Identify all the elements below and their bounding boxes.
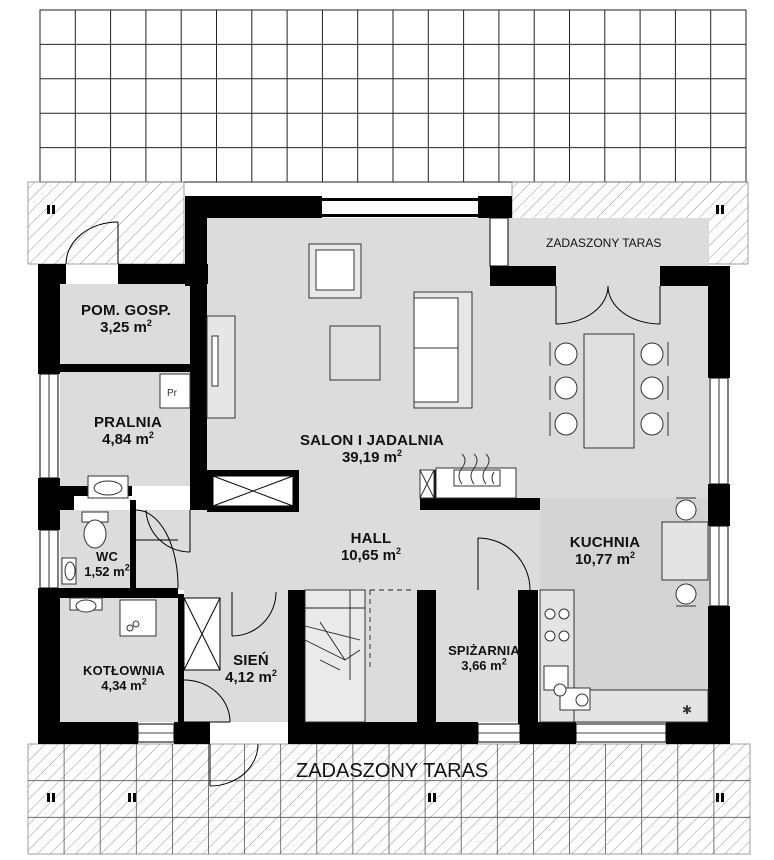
room-area: 10,65 m2 <box>340 546 402 565</box>
doors <box>65 221 661 787</box>
room-label-pom-gosp: POM. GOSP. 3,25 m2 <box>66 302 186 337</box>
top-terrace-roof-grid <box>39 9 747 183</box>
room-label-sien: SIEŃ 4,12 m2 <box>206 652 296 687</box>
entry-wardrobe <box>183 597 221 671</box>
room-area: 3,66 m2 <box>461 656 507 673</box>
dining-chairs <box>549 342 669 436</box>
fireplace <box>419 453 517 499</box>
room-name: SIEŃ <box>233 652 269 669</box>
room-label-kotlownia: KOTŁOWNIA 4,34 m2 <box>64 663 184 694</box>
room-area: 10,77 m2 <box>574 550 636 569</box>
room-area: 39,19 m2 <box>341 448 403 467</box>
kitchen-fixtures: ✱ <box>539 497 709 723</box>
wc-fixtures <box>61 511 109 585</box>
svg-text:Pr: Pr <box>167 388 178 399</box>
room-name: POM. GOSP. <box>80 302 172 319</box>
room-area: 4,84 m2 <box>102 430 154 449</box>
room-label-kuchnia: KUCHNIA 10,77 m2 <box>550 534 660 569</box>
room-label-hall: HALL 10,65 m2 <box>316 530 426 565</box>
room-name: PRALNIA <box>93 414 163 431</box>
room-label-pralnia: PRALNIA 4,84 m2 <box>68 414 188 449</box>
room-name: SALON I JADALNIA <box>299 432 445 449</box>
terrace-posts <box>47 205 724 802</box>
svg-text:✱: ✱ <box>682 703 692 717</box>
room-name: KUCHNIA <box>569 534 641 551</box>
boiler-fixtures <box>69 597 157 637</box>
floors <box>60 218 709 723</box>
room-area: 4,12 m2 <box>225 668 277 687</box>
terrace-label-bottom: ZADASZONY TARAS <box>296 760 489 782</box>
laundry-fixtures: Pr <box>87 373 191 499</box>
window-glass-lines <box>48 374 720 734</box>
room-name: SPIŻARNIA <box>448 643 520 658</box>
living-room-furniture <box>206 243 635 449</box>
room-name: KOTŁOWNIA <box>83 663 165 678</box>
room-area: 1,52 m2 <box>84 562 130 579</box>
room-label-salon: SALON I JADALNIA 39,19 m2 <box>262 432 482 467</box>
hall-wardrobe <box>212 475 294 507</box>
room-name: HALL <box>350 530 392 547</box>
room-area: 3,25 m2 <box>100 318 152 337</box>
room-label-spizarnia: SPIŻARNIA 3,66 m2 <box>432 643 536 674</box>
room-area: 4,34 m2 <box>101 676 147 693</box>
room-label-wc: WC 1,52 m2 <box>74 549 140 580</box>
room-name: WC <box>95 549 119 564</box>
terrace-label-top: ZADASZONY TARAS <box>546 236 662 250</box>
staircase <box>304 589 415 723</box>
